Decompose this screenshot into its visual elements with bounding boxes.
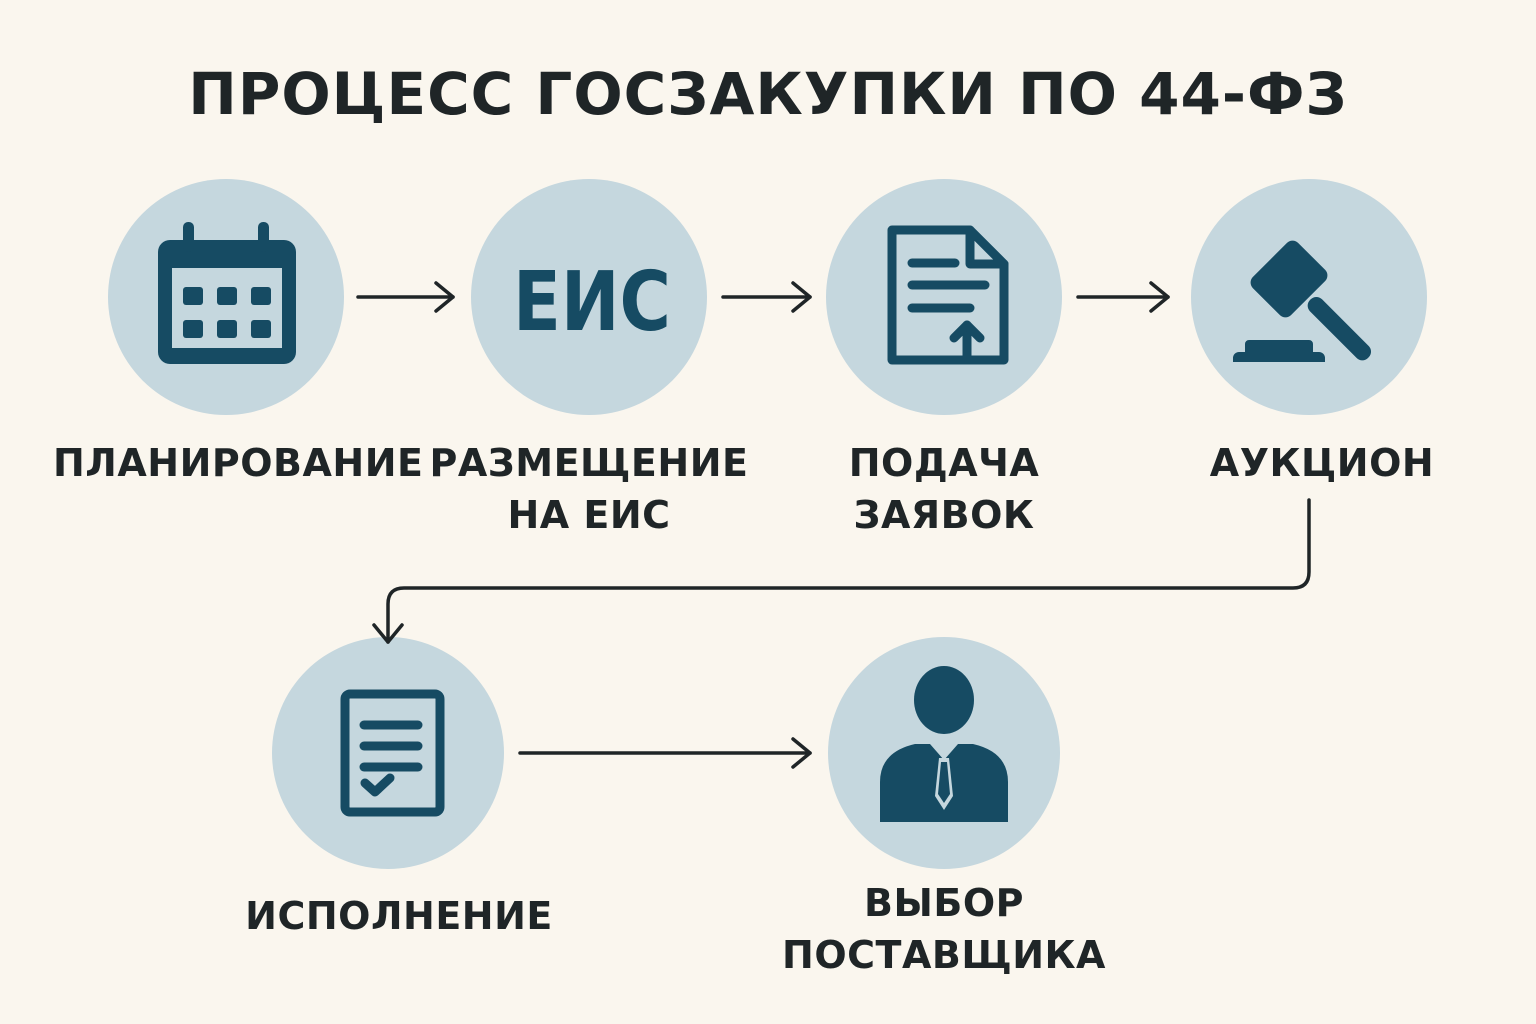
arrow-2 [721,281,812,313]
step-circle-applications [826,179,1062,415]
label-line: РАЗМЕЩЕНИЕ [429,441,749,485]
person-icon [880,666,1008,822]
eis-text-icon: ЕИС [513,255,671,350]
label-line: АУКЦИОН [1209,441,1435,485]
step-label-applications: ПОДАЧА ЗАЯВОК [764,437,1124,541]
label-line: ПЛАНИРОВАНИЕ [53,441,424,485]
step-circle-execution [272,637,504,869]
label-line: ИСПОЛНЕНИЕ [245,894,553,938]
step-label-auction: АУКЦИОН [1142,437,1502,489]
step-label-planning: ПЛАНИРОВАНИЕ [53,437,424,489]
arrow-connector [372,498,1311,644]
document-upload-icon [887,225,1009,365]
step-label-supplier: ВЫБОР ПОСТАВЩИКА [734,877,1154,981]
arrow-3 [1076,281,1170,313]
label-line: ЗАЯВОК [853,493,1035,537]
diagram-title: ПРОЦЕСС ГОСЗАКУПКИ ПО 44-ФЗ [188,60,1348,128]
gavel-icon [1233,240,1372,362]
step-label-execution: ИСПОЛНЕНИЕ [219,890,579,942]
calendar-icon [158,222,296,364]
arrow-5 [518,737,812,769]
step-label-eis: РАЗМЕЩЕНИЕ НА ЕИС [409,437,769,541]
checklist-document-icon [340,689,445,817]
label-line: ПОДАЧА [848,441,1040,485]
label-line: ПОСТАВЩИКА [782,933,1106,977]
arrow-1 [356,281,455,313]
label-line: ВЫБОР [864,881,1024,925]
label-line: НА ЕИС [507,493,671,537]
step-circle-eis [471,179,707,415]
